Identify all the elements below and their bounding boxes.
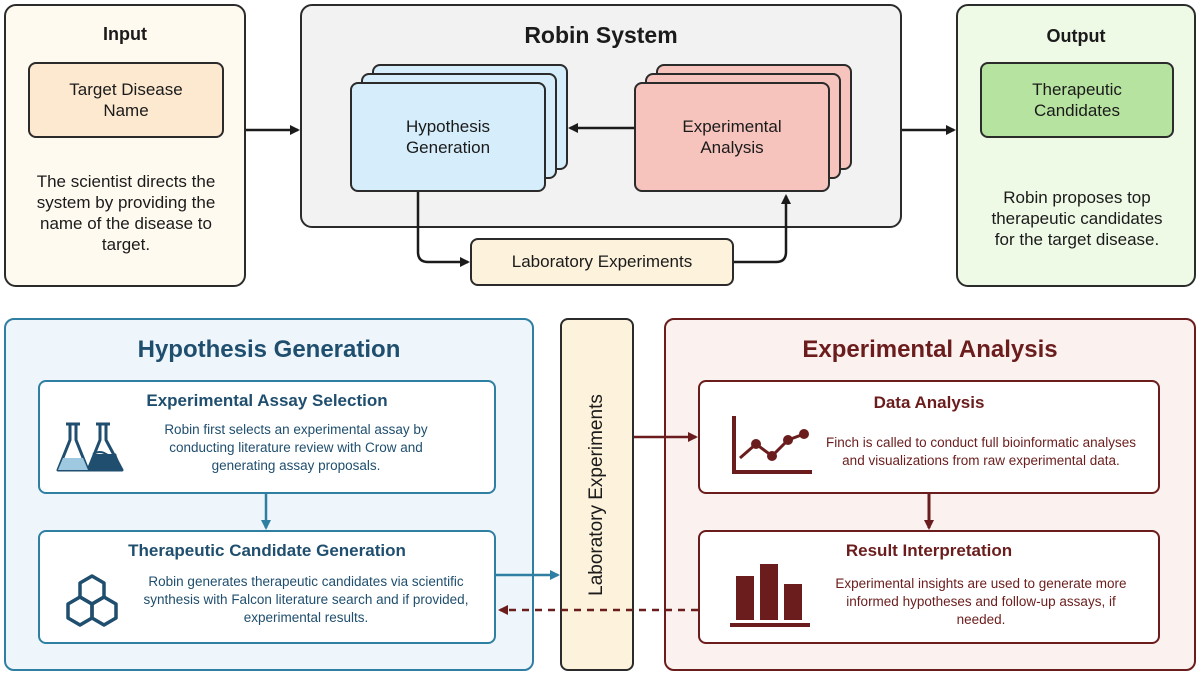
output-panel: Output Therapeutic Candidates Robin prop…: [956, 4, 1196, 287]
candidate-generation-card[interactable]: Therapeutic Candidate Generation Robin g…: [38, 530, 496, 644]
data-analysis-title: Data Analysis: [873, 393, 985, 412]
result-interpretation-title: Result Interpretation: [845, 541, 1013, 560]
assay-selection-card[interactable]: Experimental Assay Selection Robin first…: [38, 380, 496, 494]
flask-icon: [52, 418, 132, 478]
assay-selection-description: Robin first selects an experimental assa…: [164, 422, 428, 473]
data-analysis-description: Finch is called to conduct full bioinfor…: [826, 435, 1136, 468]
result-interpretation-description: Experimental insights are used to genera…: [835, 576, 1127, 627]
output-description: Robin proposes top therapeutic candidate…: [991, 187, 1163, 249]
hypothesis-panel-title: Hypothesis Generation: [137, 336, 401, 363]
target-disease-box: Target Disease Name: [28, 62, 224, 138]
robin-title: Robin System: [524, 21, 678, 48]
assay-selection-title: Experimental Assay Selection: [146, 391, 388, 410]
input-description: The scientist directs the system by prov…: [36, 172, 216, 254]
line-chart-icon: [726, 410, 816, 480]
input-panel: Input Target Disease Name The scientist …: [4, 4, 246, 287]
laboratory-experiments-box[interactable]: Laboratory Experiments: [470, 238, 734, 286]
bar-chart-icon: [728, 560, 818, 632]
candidate-generation-title: Therapeutic Candidate Generation: [128, 541, 406, 560]
molecule-icon: [54, 570, 130, 632]
laboratory-experiments-column[interactable]: Laboratory Experiments: [560, 318, 634, 671]
result-interpretation-card[interactable]: Result Interpretation Experimental insig…: [698, 530, 1160, 644]
output-title: Output: [1046, 25, 1106, 46]
therapeutic-candidates-box: Therapeutic Candidates: [980, 62, 1174, 138]
data-analysis-card[interactable]: Data Analysis Finch is called to conduct…: [698, 380, 1160, 494]
laboratory-experiments-vertical-label: Laboratory Experiments: [586, 394, 607, 596]
candidate-generation-description: Robin generates therapeutic candidates v…: [143, 574, 469, 625]
input-title: Input: [103, 23, 147, 44]
hypothesis-generation-card[interactable]: Hypothesis Generation: [350, 82, 546, 192]
experimental-analysis-card[interactable]: Experimental Analysis: [634, 82, 830, 192]
analysis-panel-title: Experimental Analysis: [802, 336, 1058, 363]
